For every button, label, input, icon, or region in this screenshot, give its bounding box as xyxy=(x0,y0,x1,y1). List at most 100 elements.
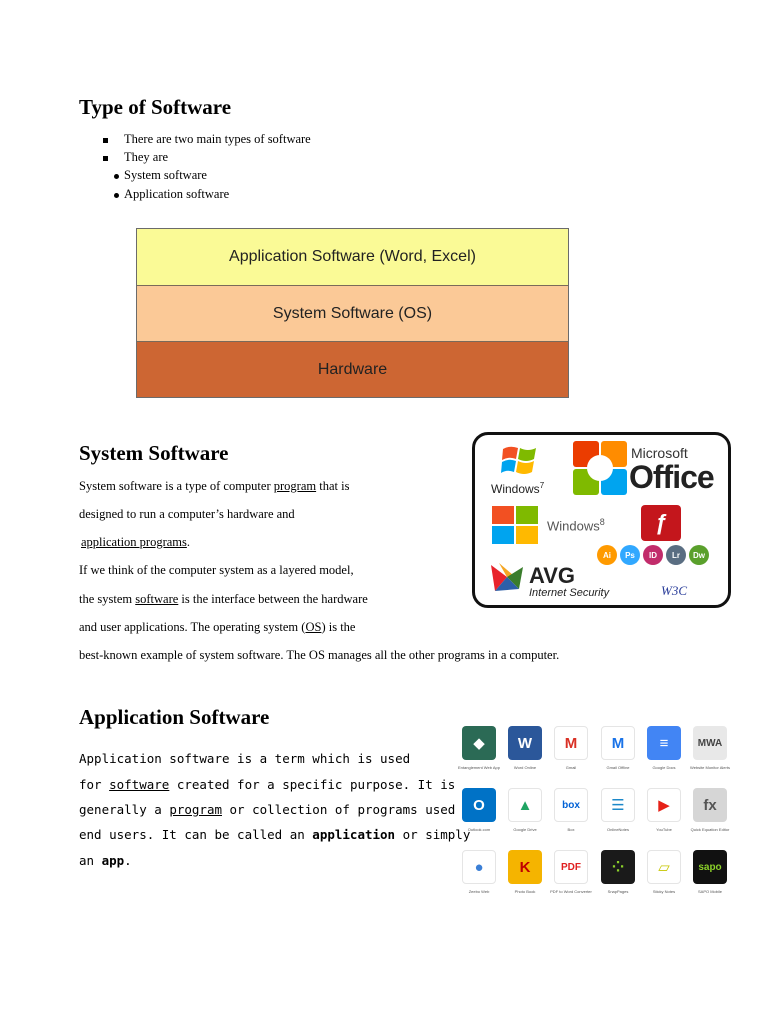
layer-diagram: Application Software (Word, Excel) Syste… xyxy=(136,228,569,398)
app-tile: K Photo Book xyxy=(502,850,548,894)
app-tile: ▱Sticky Notes xyxy=(641,850,687,894)
app-icon: K xyxy=(508,850,542,884)
windows7-logo-icon xyxy=(501,446,536,474)
software-logos-image: Windows7 Microsoft Office Windows8 ƒ Ai … xyxy=(472,432,731,608)
dreamweaver-icon: Dw xyxy=(689,545,709,565)
bullet-square xyxy=(103,138,108,143)
paragraph-line: an app. xyxy=(79,853,132,868)
avg-text: AVG xyxy=(529,563,576,588)
app-tile: ◆ Entanglement Web App xyxy=(456,726,502,770)
app-icon: ☰ xyxy=(601,788,635,822)
paragraph-line: application programs. xyxy=(81,535,190,549)
app-icon: fx xyxy=(693,788,727,822)
link-program[interactable]: program xyxy=(273,479,317,493)
app-tile: MWA Website Monitor Alerts xyxy=(687,726,733,770)
app-caption: Gmail Offline xyxy=(606,765,630,770)
app-tile: W Word Online xyxy=(502,726,548,770)
app-caption: Photo Book xyxy=(514,889,536,894)
app-caption: YouTube xyxy=(656,827,672,832)
app-caption: SAPO Mobile xyxy=(697,889,722,894)
app-caption: Outlook.com xyxy=(467,827,491,832)
office-text: Office xyxy=(629,459,715,495)
app-tile: ≡ Google Docs xyxy=(641,726,687,770)
paragraph-line: the system software is the interface bet… xyxy=(79,592,368,606)
app-icon: ◆ xyxy=(462,726,496,760)
app-caption: Google Docs xyxy=(652,765,676,770)
heading-application-software: Application Software xyxy=(79,705,270,729)
bullet-text: There are two main types of software xyxy=(124,132,311,146)
sub-bullet-text: System software xyxy=(124,168,207,182)
bold-app: app xyxy=(101,853,125,868)
heading-type-of-software: Type of Software xyxy=(79,95,232,119)
app-icon: W xyxy=(508,726,542,760)
app-tile: O Outlook.com xyxy=(456,788,502,832)
app-icon: ▶ xyxy=(647,788,681,822)
avg-logo-icon xyxy=(491,563,523,591)
app-caption: Google Drive xyxy=(513,827,537,832)
link-software[interactable]: software xyxy=(109,777,170,792)
app-caption: OnlineNotes xyxy=(606,827,629,832)
app-caption: Zeebo Web xyxy=(468,889,490,894)
app-tile: ▶ YouTube xyxy=(641,788,687,832)
app-icon: ▲ xyxy=(508,788,542,822)
layer-application: Application Software (Word, Excel) xyxy=(137,229,568,285)
layer-hardware: Hardware xyxy=(137,341,568,397)
paragraph-line: and user applications. The operating sys… xyxy=(79,620,356,634)
app-tile: ▲ Google Drive xyxy=(502,788,548,832)
app-caption: PDF to Word Converter xyxy=(550,889,592,894)
app-icon: sapo xyxy=(693,850,727,884)
app-icon: ⁘ xyxy=(601,850,635,884)
windows8-logo-icon xyxy=(492,506,538,544)
app-tile: ● Zeebo Web xyxy=(456,850,502,894)
app-tile: ☰ OnlineNotes xyxy=(595,788,641,832)
paragraph-line: designed to run a computer’s hardware an… xyxy=(79,507,295,521)
app-icon: box xyxy=(554,788,588,822)
paragraph-line: best-known example of system software. T… xyxy=(79,648,560,662)
bullet-dot xyxy=(114,174,119,179)
indesign-icon: ID xyxy=(643,545,663,565)
app-icon: ▱ xyxy=(647,850,681,884)
app-caption: Entanglement Web App xyxy=(458,765,500,770)
paragraph-line: System software is a type of computer pr… xyxy=(79,479,350,493)
app-icon: MWA xyxy=(693,726,727,760)
app-tile: ⁘ SnapPages xyxy=(595,850,641,894)
link-program[interactable]: program xyxy=(169,802,222,817)
office-logo-icon xyxy=(573,441,627,495)
paragraph-line: Application software is a term which is … xyxy=(79,751,411,766)
app-caption: Word Online xyxy=(513,765,537,770)
app-caption: Box xyxy=(567,827,575,832)
flash-logo-icon: ƒ xyxy=(641,505,681,541)
lightroom-icon: Lr xyxy=(666,545,686,565)
app-icon: O xyxy=(462,788,496,822)
w3c-logo-text: W3C xyxy=(661,583,687,598)
windows7-text: Windows7 xyxy=(491,481,545,496)
app-caption: Website Monitor Alerts xyxy=(690,765,730,770)
paragraph-line: for software created for a specific purp… xyxy=(79,777,456,792)
avg-internet-security-text: Internet Security xyxy=(529,587,610,599)
link-software[interactable]: software xyxy=(135,592,179,606)
app-icon: M xyxy=(554,726,588,760)
photoshop-icon: Ps xyxy=(620,545,640,565)
link-os[interactable]: OS xyxy=(305,620,322,634)
app-icon: ≡ xyxy=(647,726,681,760)
link-application-programs[interactable]: application programs xyxy=(81,535,187,549)
adobe-icons-row: Ai Ps ID Lr Dw xyxy=(597,545,709,565)
heading-system-software: System Software xyxy=(79,441,229,465)
layer-system: System Software (OS) xyxy=(137,285,568,341)
bold-application: application xyxy=(312,827,396,842)
app-caption: SnapPages xyxy=(607,889,629,894)
app-icon: M xyxy=(601,726,635,760)
app-icon: ● xyxy=(462,850,496,884)
bullet-dot xyxy=(114,193,119,198)
microsoft-text: Microsoft xyxy=(631,445,688,461)
paragraph-line: end users. It can be called an applicati… xyxy=(79,827,471,842)
windows8-text: Windows8 xyxy=(547,517,605,534)
paragraph-line: If we think of the computer system as a … xyxy=(79,563,354,577)
app-caption: Quick Equation Editor xyxy=(690,827,730,832)
bullet-text: They are xyxy=(124,150,169,164)
